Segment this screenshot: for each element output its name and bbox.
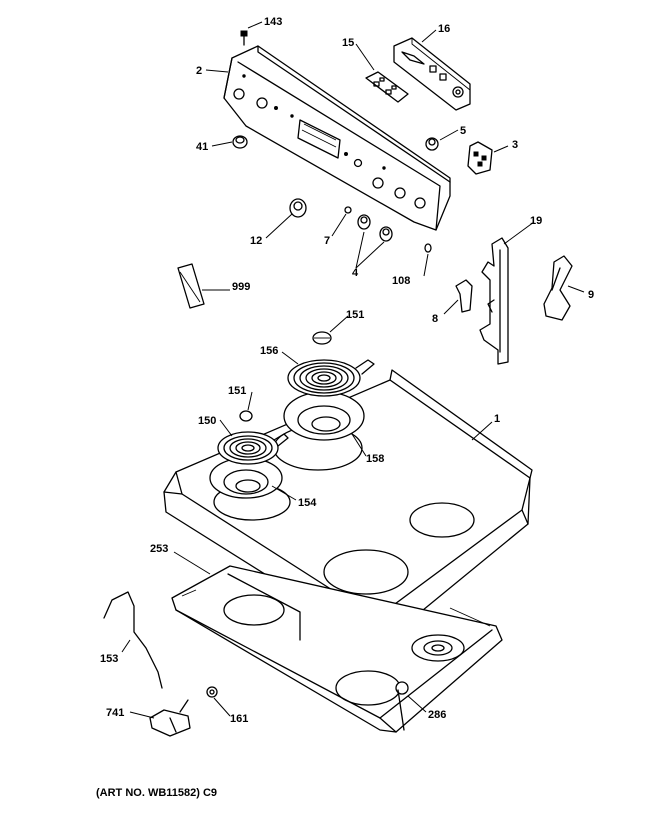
knob-part-5	[425, 137, 439, 151]
callout-108: 108	[392, 275, 410, 287]
callout-161: 161	[230, 713, 248, 725]
callout-8: 8	[432, 313, 438, 325]
burner-box-253	[171, 565, 503, 733]
knob-part-12	[289, 198, 307, 218]
bracket-part-8	[455, 279, 473, 313]
indicator-light-108	[424, 243, 432, 253]
callout-999: 999	[232, 281, 250, 293]
grommet-161	[206, 686, 218, 698]
surface-unit-156	[287, 359, 375, 397]
callout-2: 2	[196, 65, 202, 77]
callout-151-upper: 151	[346, 309, 364, 321]
callout-150: 150	[198, 415, 216, 427]
callout-19: 19	[530, 215, 542, 227]
receptacle-151-upper	[312, 331, 332, 345]
callout-156: 156	[260, 345, 278, 357]
knob-part-41	[232, 135, 248, 149]
callout-741: 741	[106, 707, 124, 719]
leader-lines	[121, 21, 585, 719]
callout-153: 153	[100, 653, 118, 665]
part-7	[344, 206, 352, 214]
terminal-block-741	[149, 699, 191, 737]
drip-pan-158	[283, 391, 365, 441]
callout-41: 41	[196, 141, 208, 153]
art-number-caption: (ART NO. WB11582) C9	[96, 787, 218, 799]
callout-151-lower: 151	[228, 385, 246, 397]
callout-9: 9	[588, 289, 594, 301]
callout-15: 15	[342, 37, 354, 49]
callout-1: 1	[494, 413, 500, 425]
endcap-bracket-15	[365, 71, 409, 103]
callout-158: 158	[366, 453, 384, 465]
callout-286: 286	[428, 709, 446, 721]
callout-16: 16	[438, 23, 450, 35]
receptacle-151-lower	[239, 410, 253, 422]
literature-packet-999	[177, 263, 205, 309]
callout-4: 4	[352, 267, 359, 279]
clock-module-16	[393, 37, 471, 111]
screw-part-143	[240, 30, 248, 46]
wire-harness-153	[103, 591, 163, 689]
callout-5: 5	[460, 125, 466, 137]
surface-unit-150	[217, 431, 289, 465]
callout-3: 3	[512, 139, 518, 151]
callout-253: 253	[150, 543, 168, 555]
control-panel-backsplash	[223, 45, 451, 231]
latch-part-9	[543, 255, 573, 321]
callout-labels: 143 16 15 2 41 5 3 19 12 7 4 108 999 8 9…	[100, 16, 594, 725]
switch-block-3	[467, 141, 493, 175]
callout-154: 154	[298, 497, 317, 509]
side-bracket-19	[479, 237, 509, 365]
part-286	[395, 681, 409, 731]
drip-pan-154	[209, 457, 283, 499]
callout-143: 143	[264, 16, 282, 28]
callout-12: 12	[250, 235, 262, 247]
knobs-part-4	[357, 214, 393, 242]
callout-7: 7	[324, 235, 330, 247]
